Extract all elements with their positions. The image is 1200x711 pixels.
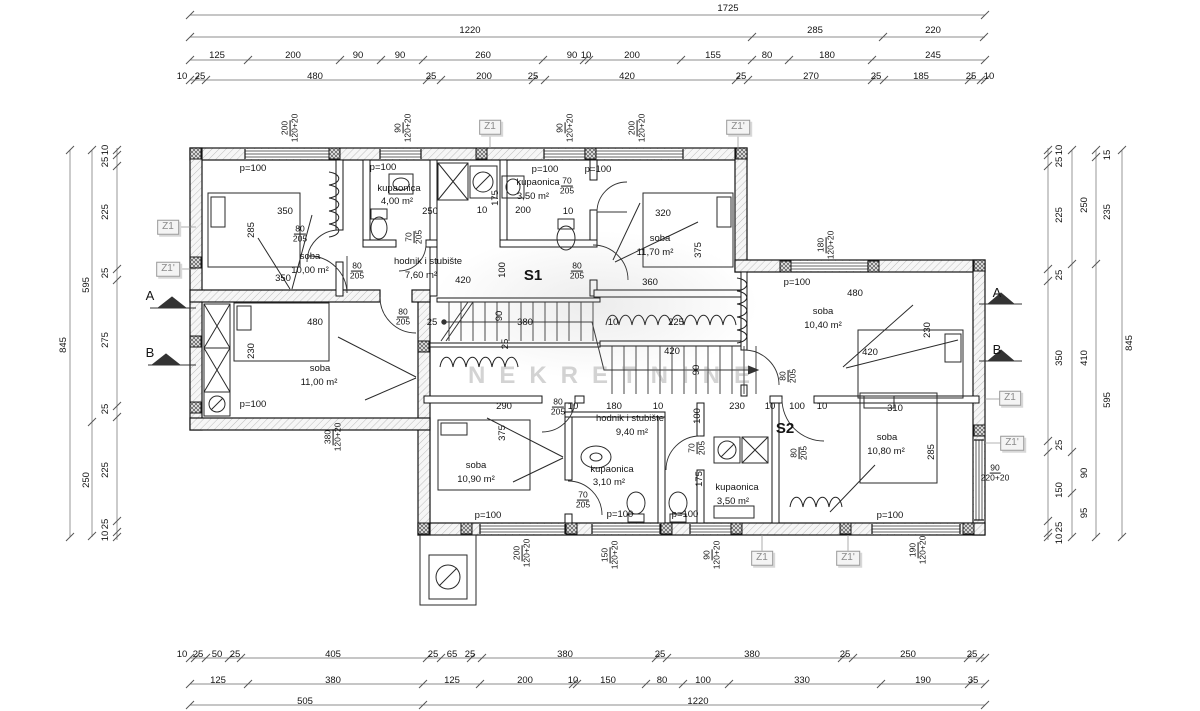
wall-junction-hatch [189, 147, 986, 535]
interior-walls [335, 159, 980, 524]
door-arcs [306, 181, 825, 516]
exterior-walls [189, 147, 986, 536]
stair-treads [448, 302, 757, 394]
section-markers [148, 134, 1022, 551]
window-symbols [244, 149, 984, 534]
stair-walk-line [440, 301, 760, 375]
wardrobe-hanger-icons [328, 171, 843, 508]
furniture [203, 162, 964, 606]
dimension-lines [65, 10, 1127, 710]
